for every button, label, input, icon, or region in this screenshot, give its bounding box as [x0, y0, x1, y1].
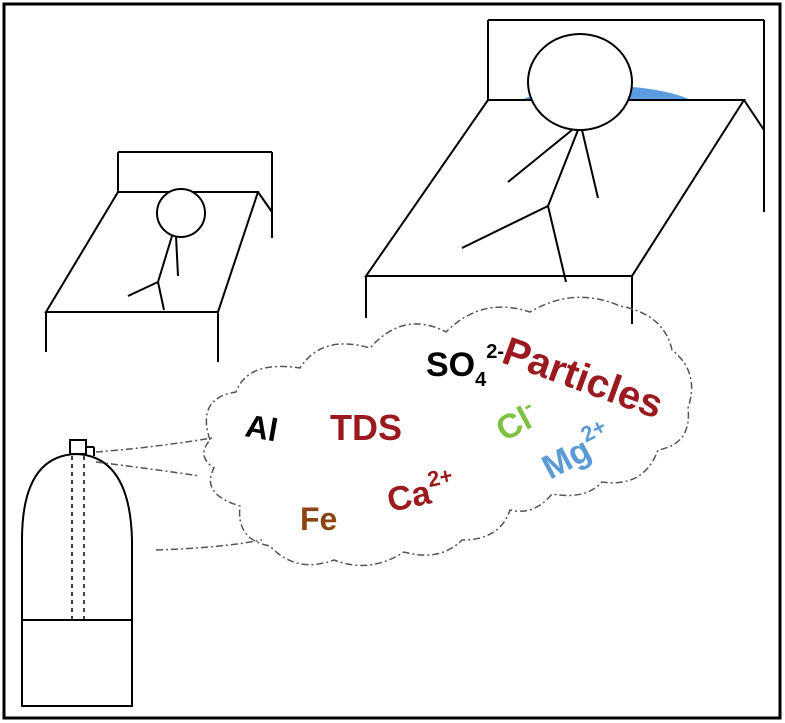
- label-calcium-base: Ca: [384, 473, 435, 519]
- child-in-bed-icon: [44, 151, 273, 362]
- label-calcium-sup: 2+: [425, 463, 455, 493]
- label-sulfate-sup: 2-: [486, 341, 504, 363]
- cloud-outline: [203, 296, 693, 567]
- label-sulfate-sub: 4: [475, 369, 487, 391]
- label-iron: Fe: [300, 501, 337, 537]
- label-tds: TDS: [330, 407, 402, 448]
- label-aluminum: Al: [243, 407, 281, 448]
- humidifier-tank-icon: [21, 439, 133, 707]
- label-sulfate: SO4 2-: [426, 341, 504, 391]
- adult-in-bed-icon: [364, 19, 765, 324]
- label-sulfate-base: SO: [426, 346, 475, 384]
- child-head: [156, 188, 206, 238]
- label-calcium: Ca2+: [383, 463, 459, 520]
- emission-cloud: [95, 296, 693, 567]
- adult-head: [527, 33, 633, 131]
